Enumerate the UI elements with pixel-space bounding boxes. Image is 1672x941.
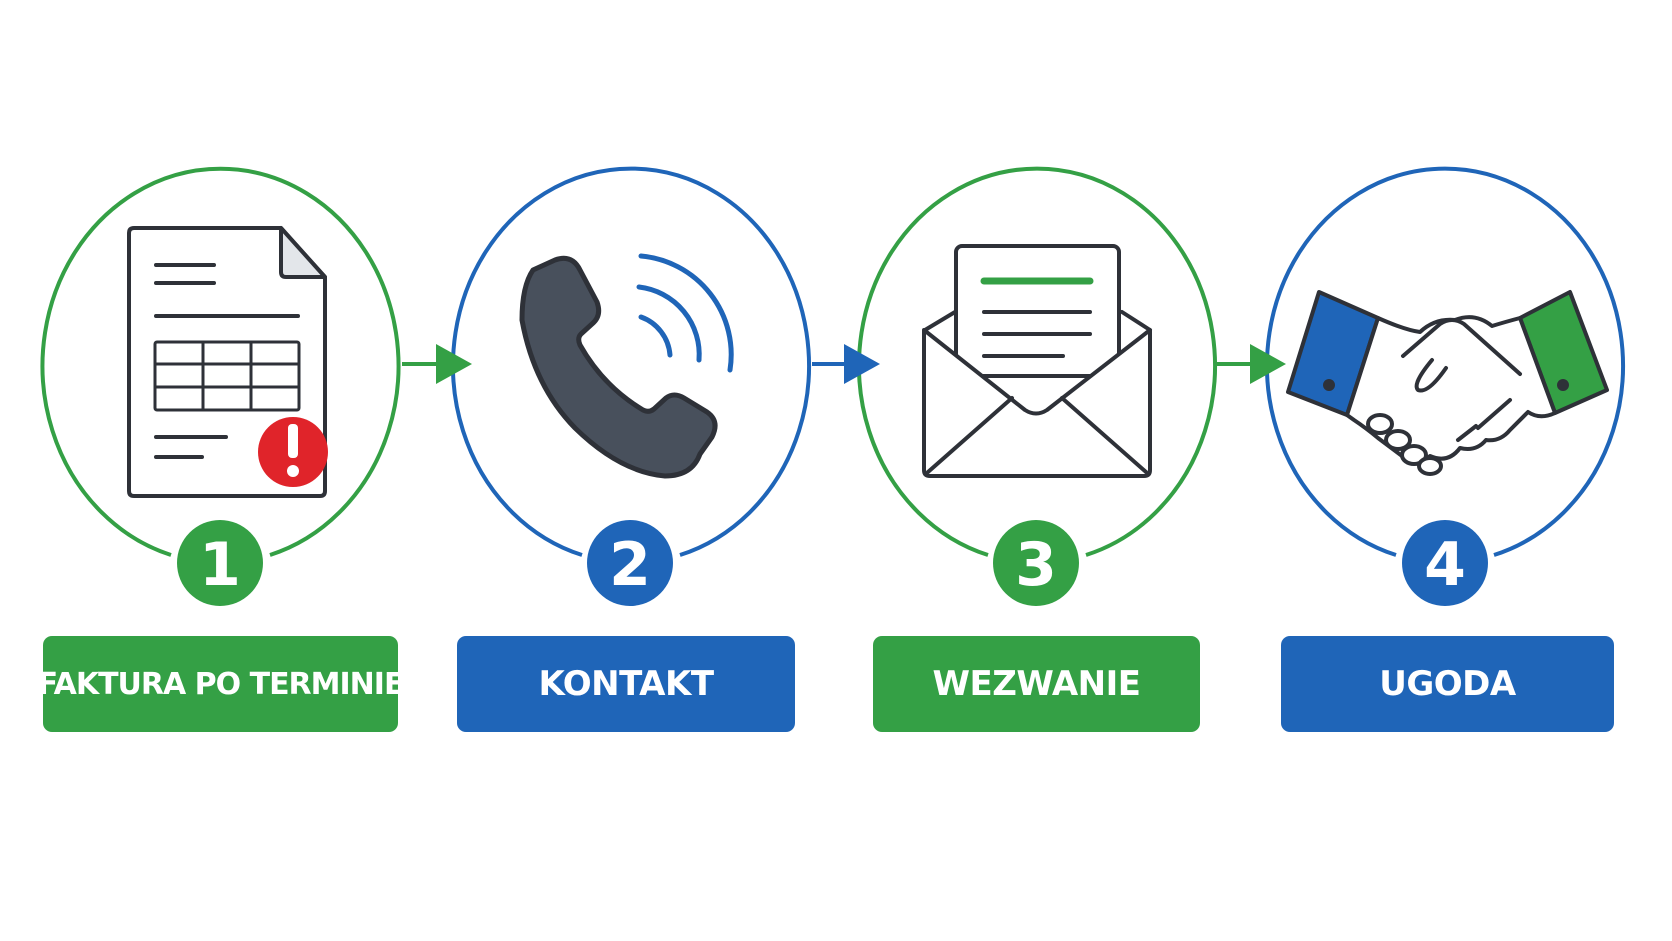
step-3-label: WEZWANIE bbox=[873, 636, 1200, 732]
step-1-label: FAKTURA PO TERMINIE bbox=[38, 636, 404, 732]
step-2-number-badge bbox=[587, 520, 673, 606]
connector-2-3 bbox=[812, 344, 880, 384]
step-1-ring bbox=[40, 166, 401, 557]
handshake-icon bbox=[1286, 290, 1609, 476]
step-3-number: 3 bbox=[1015, 530, 1057, 600]
arrow-right-icon bbox=[844, 344, 880, 384]
step-1: 1 bbox=[40, 166, 401, 606]
envelope-letter-icon bbox=[922, 244, 1152, 478]
alert-icon bbox=[258, 417, 328, 487]
step-2-label: KONTAKT bbox=[457, 636, 795, 732]
step-3-number-badge bbox=[993, 520, 1079, 606]
step-4-ring bbox=[1265, 166, 1625, 557]
step-2-number: 2 bbox=[609, 530, 651, 600]
arrow-right-icon bbox=[436, 344, 472, 384]
invoice-table bbox=[153, 340, 301, 412]
signal-waves bbox=[636, 253, 734, 373]
step-4: 4 bbox=[1265, 166, 1625, 606]
arrow-right-icon bbox=[1250, 344, 1286, 384]
step-1-number-badge bbox=[177, 520, 263, 606]
phone-icon bbox=[519, 253, 734, 479]
step-2-ring bbox=[451, 166, 811, 557]
step-2: 2 bbox=[451, 166, 811, 606]
step-4-label: UGODA bbox=[1281, 636, 1614, 732]
invoice-overdue-icon bbox=[127, 226, 328, 498]
connector-3-4 bbox=[1216, 344, 1286, 384]
step-1-number: 1 bbox=[199, 530, 241, 600]
step-3-ring bbox=[857, 166, 1217, 557]
connector-1-2 bbox=[402, 344, 472, 384]
step-4-number: 4 bbox=[1424, 530, 1466, 600]
step-3: 3 bbox=[857, 166, 1217, 606]
step-4-number-badge bbox=[1402, 520, 1488, 606]
